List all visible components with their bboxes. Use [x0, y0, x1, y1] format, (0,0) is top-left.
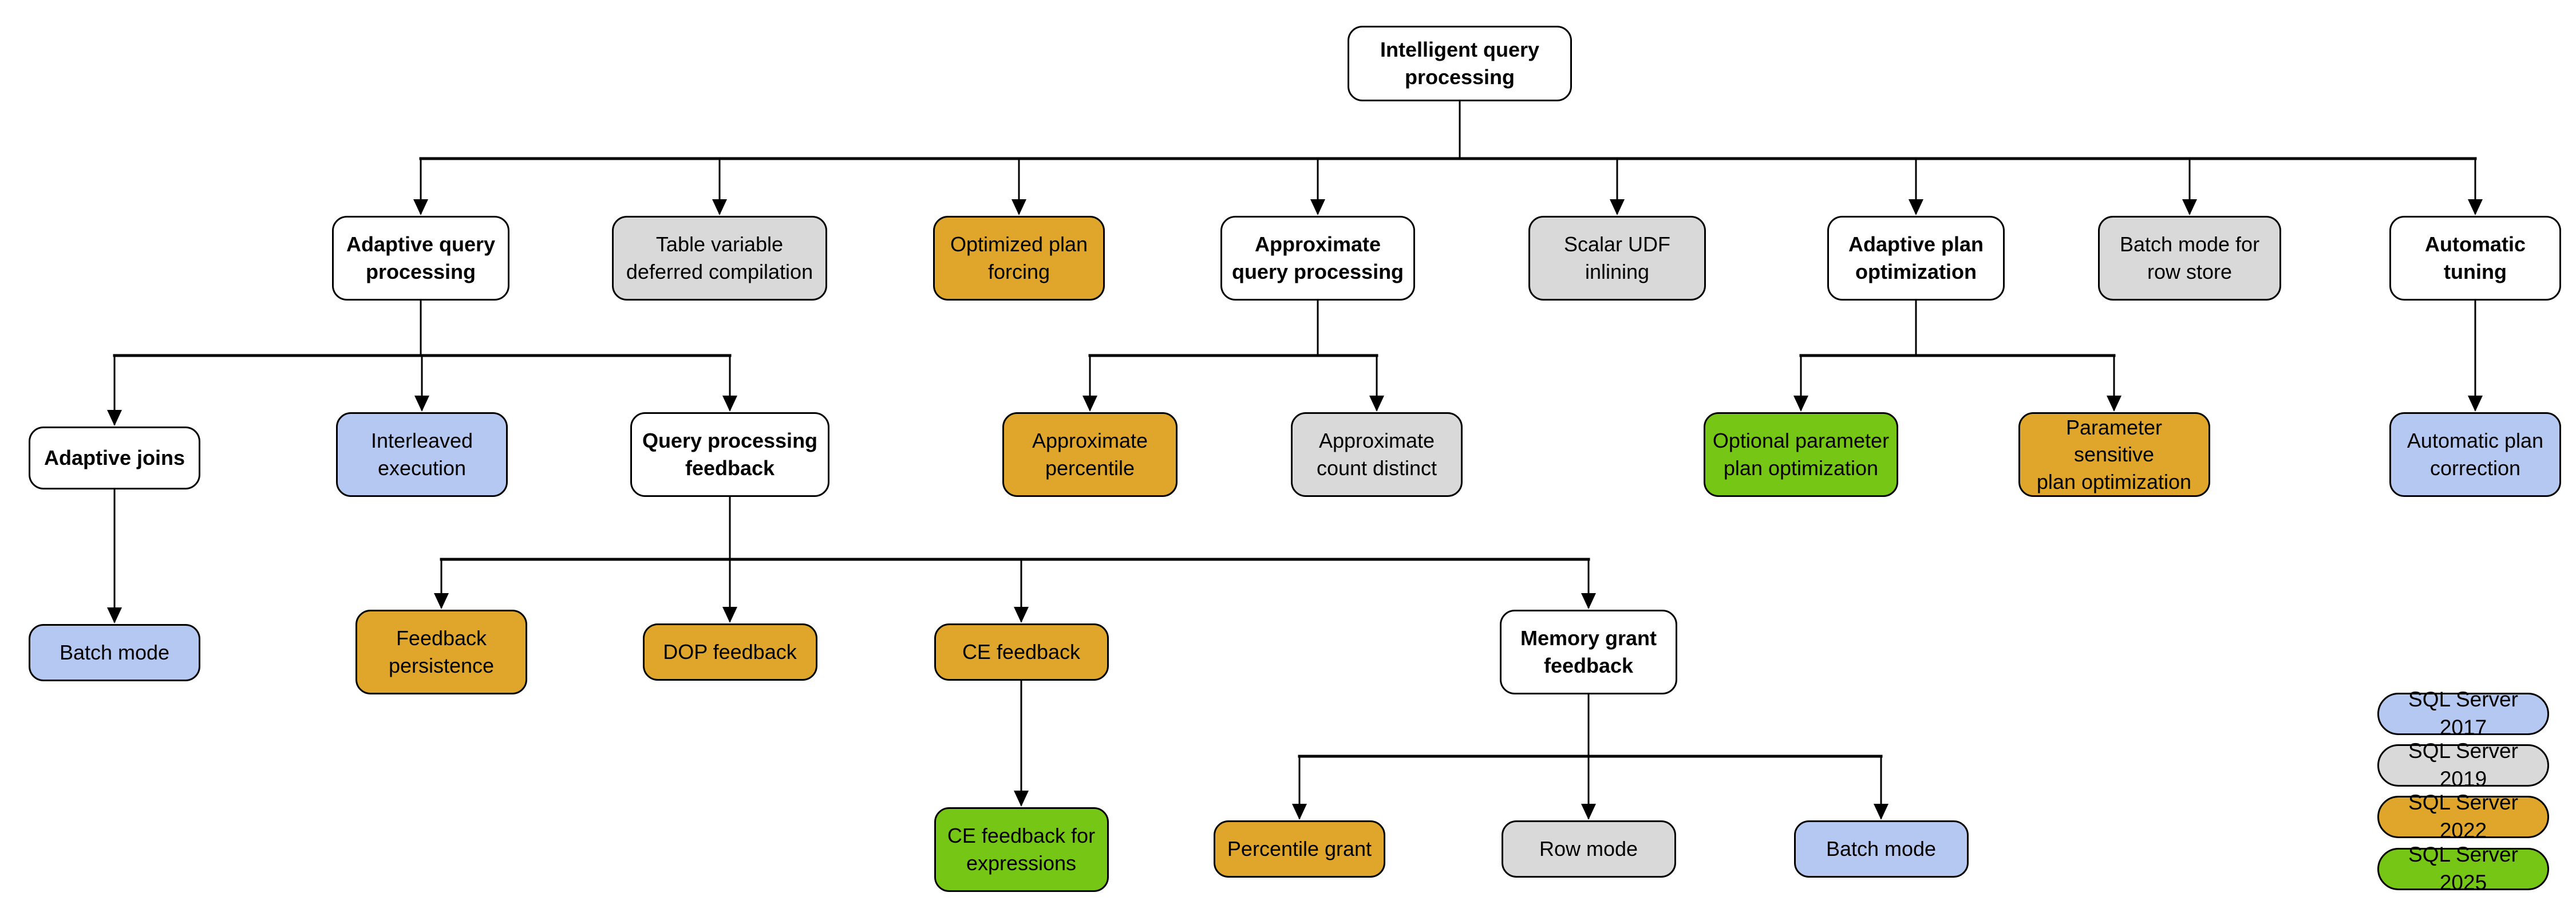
node-adaptive-joins: Adaptive joins [29, 427, 200, 489]
node-automatic-tuning: Automatic tuning [2389, 216, 2561, 301]
node-approximate-count-distinct: Approximate count distinct [1291, 412, 1463, 497]
node-percentile-grant: Percentile grant [1214, 820, 1385, 878]
node-ce-feedback: CE feedback [934, 623, 1109, 681]
node-approximate-percentile: Approximate percentile [1002, 412, 1178, 497]
node-intelligent-query-processing: Intelligent query processing [1348, 26, 1572, 101]
node-scalar-udf-inlining: Scalar UDF inlining [1528, 216, 1706, 301]
node-automatic-plan-correction: Automatic plan correction [2389, 412, 2561, 497]
node-row-mode: Row mode [1501, 820, 1676, 878]
legend-sql-server-2019: SQL Server 2019 [2377, 739, 2549, 791]
legend-sql-server-2025: SQL Server 2025 [2377, 843, 2549, 894]
node-query-processing-feedback: Query processing feedback [630, 412, 829, 497]
node-optional-parameter-plan-optimization: Optional parameter plan optimization [1704, 412, 1898, 497]
node-adaptive-plan-optimization: Adaptive plan optimization [1827, 216, 2005, 301]
node-parameter-sensitive-plan-optimization: Parameter sensitive plan optimization [2018, 412, 2210, 497]
legend-sql-server-2017: SQL Server 2017 [2377, 688, 2549, 739]
node-approximate-query-processing: Approximate query processing [1220, 216, 1415, 301]
node-optimized-plan-forcing: Optimized plan forcing [933, 216, 1105, 301]
node-memory-grant-feedback: Memory grant feedback [1500, 610, 1677, 694]
node-batch-mode: Batch mode [1793, 820, 1969, 878]
node-dop-feedback: DOP feedback [642, 623, 817, 681]
node-table-variable-deferred-compilation: Table variable deferred compilation [612, 216, 827, 301]
node-feedback-persistence: Feedback persistence [355, 610, 527, 694]
node-batch-mode: Batch mode [29, 624, 200, 681]
legend-sql-server-2022: SQL Server 2022 [2377, 791, 2549, 842]
node-ce-feedback-for-expressions: CE feedback for expressions [934, 807, 1109, 892]
node-adaptive-query-processing: Adaptive query processing [332, 216, 509, 301]
node-batch-mode-for-row-store: Batch mode for row store [2098, 216, 2281, 301]
node-interleaved-execution: Interleaved execution [336, 412, 508, 497]
